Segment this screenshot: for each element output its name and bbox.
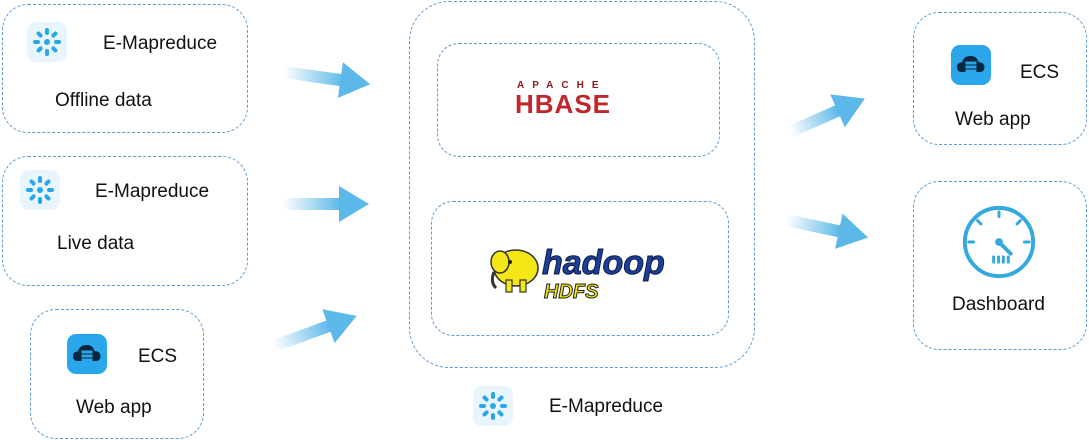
- ecs-cloud-icon: [67, 334, 107, 374]
- hbase-box: [437, 43, 720, 157]
- target-ecs-label: Web app: [955, 109, 1031, 130]
- target-ecs-box: [913, 12, 1087, 145]
- source-ecs-title: ECS: [138, 346, 178, 367]
- source-offline-box: [2, 4, 248, 133]
- emr-icon: [473, 386, 513, 426]
- hadoop-logo-sub: HDFS: [543, 281, 599, 303]
- hbase-logo-main: HBASE: [515, 89, 612, 119]
- hbase-logo: APACHE HBASE: [515, 80, 635, 120]
- source-ecs-box: [30, 309, 204, 439]
- arrow-offline-to-cluster: [282, 62, 371, 98]
- source-offline-title: E-Mapreduce: [103, 33, 218, 54]
- arrow-live-to-cluster: [283, 186, 369, 222]
- dashboard-gauge-icon: [962, 205, 1036, 279]
- target-dashboard-box: [913, 181, 1087, 350]
- hadoop-logo-main: hadoop: [542, 244, 666, 282]
- hbase-logo-top: APACHE: [517, 80, 607, 91]
- target-dashboard-label: Dashboard: [952, 294, 1045, 315]
- source-live-label: Live data: [57, 233, 135, 254]
- hdfs-box: [431, 201, 729, 336]
- emr-icon: [27, 22, 67, 62]
- arrow-cluster-to-ecs: [787, 94, 865, 138]
- source-offline-label: Offline data: [55, 90, 152, 111]
- source-live-title: E-Mapreduce: [95, 181, 210, 202]
- emr-cluster-box: [409, 1, 755, 368]
- target-ecs-title: ECS: [1020, 62, 1060, 83]
- emr-cluster-label: E-Mapreduce: [549, 396, 664, 417]
- source-ecs-label: Web app: [76, 397, 152, 418]
- hadoop-logo: hadoop HDFS: [486, 238, 692, 308]
- arrow-ecs-to-cluster: [271, 309, 357, 352]
- hadoop-elephant-icon: [490, 249, 539, 293]
- emr-icon: [20, 170, 60, 210]
- ecs-cloud-icon: [951, 45, 991, 85]
- source-live-box: [2, 156, 248, 286]
- arrow-cluster-to-dashboard: [784, 213, 869, 249]
